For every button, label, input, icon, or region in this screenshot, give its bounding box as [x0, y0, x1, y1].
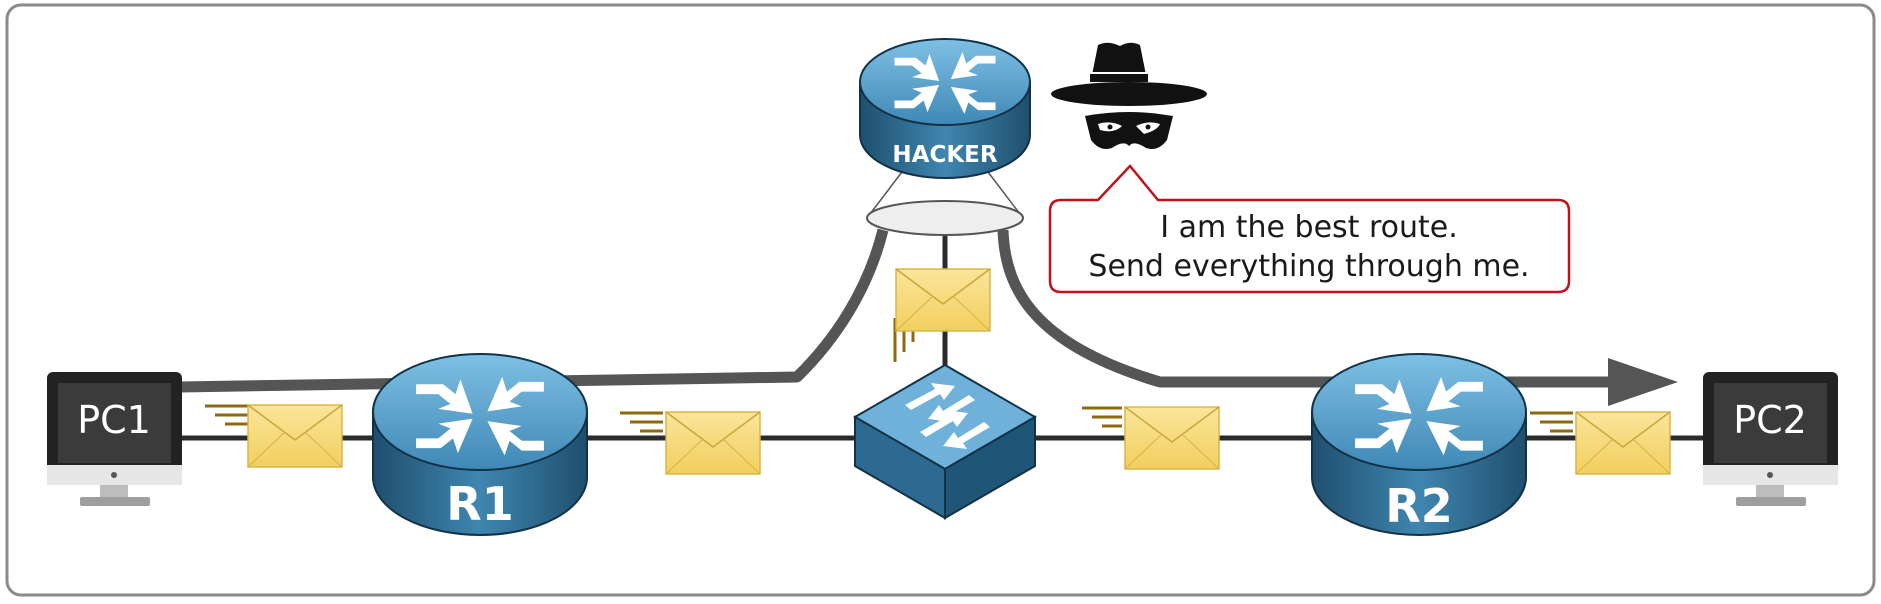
pc1-computer: PC1 — [47, 372, 182, 506]
envelope-1 — [205, 404, 343, 468]
r2-label: R2 — [1385, 479, 1452, 533]
envelope-3 — [1082, 406, 1220, 470]
speech-bubble: I am the best route. Send everything thr… — [1048, 164, 1571, 294]
pc2-label: PC2 — [1733, 398, 1807, 442]
hacker-icon — [1051, 42, 1207, 149]
traffic-path-arrow — [179, 228, 1678, 406]
pc1-label: PC1 — [77, 398, 151, 442]
envelope-hacker-uplink — [893, 268, 991, 362]
hacker-label: HACKER — [892, 142, 997, 168]
switch-arrows-icon — [905, 383, 990, 449]
r2-router: R2 — [1311, 353, 1527, 536]
pc2-computer: PC2 — [1703, 372, 1838, 506]
speech-line-2: Send everything through me. — [1088, 249, 1529, 284]
tap-cone — [866, 167, 1024, 236]
envelope-4 — [1530, 411, 1671, 475]
switch — [853, 363, 1037, 520]
r1-label: R1 — [446, 477, 513, 531]
envelope-2 — [620, 411, 761, 475]
speech-line-1: I am the best route. — [1160, 210, 1458, 245]
r1-router: R1 — [372, 353, 588, 536]
hacker-router: HACKER — [859, 38, 1031, 179]
